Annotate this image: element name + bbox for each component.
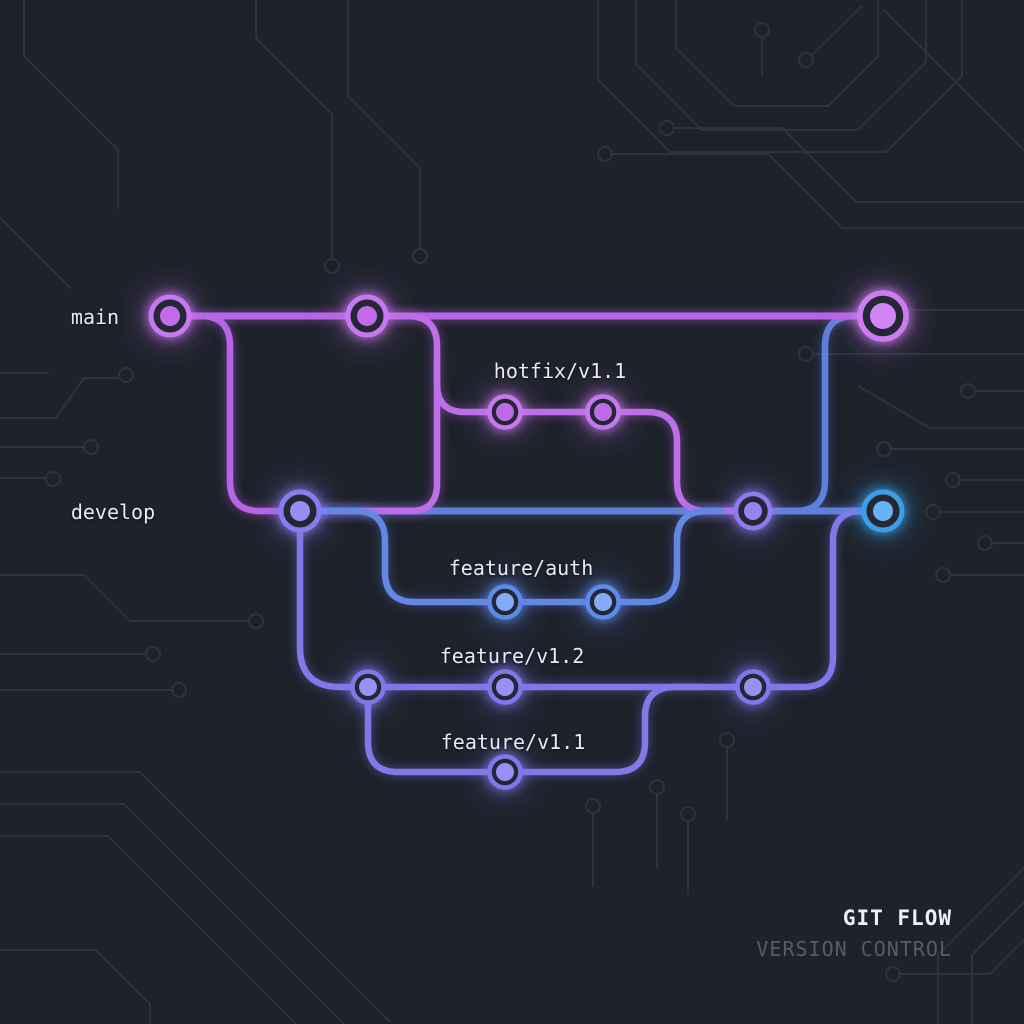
circuit-terminal	[171, 682, 187, 698]
circuit-trace	[811, 5, 863, 56]
circuit-terminal	[925, 504, 941, 520]
circuit-trace	[0, 574, 249, 622]
commit-node-auth-2	[585, 584, 621, 620]
circuit-trace	[23, 0, 119, 209]
branch-label-feature-v12: feature/v1.2	[439, 644, 585, 668]
edge-v11-branch-off	[364, 683, 509, 776]
circuit-terminal	[412, 248, 428, 264]
circuit-terminal	[719, 732, 735, 748]
circuit-trace	[0, 949, 151, 1024]
circuit-trace	[857, 385, 1024, 429]
circuit-trace	[937, 867, 1024, 1024]
circuit-trace	[347, 0, 421, 249]
commit-node-main-1	[148, 294, 192, 338]
branch-label-feature-auth: feature/auth	[448, 556, 594, 580]
edge-main-to-develop	[166, 312, 304, 515]
circuit-terminal	[798, 346, 814, 362]
commit-node-v11-1	[487, 754, 523, 790]
circuit-trace	[899, 939, 1024, 975]
circuit-terminal	[876, 441, 892, 457]
edge-release-merge-to-main	[749, 312, 887, 515]
branch-label-feature-v11: feature/v1.1	[440, 730, 586, 754]
commit-nodes	[148, 290, 909, 790]
circuit-octagon-inner	[675, 0, 879, 107]
circuit-terminal	[977, 535, 993, 551]
commit-node-v12-1	[350, 669, 386, 705]
circuit-terminal	[680, 806, 696, 822]
circuit-terminal	[324, 258, 340, 274]
circuit-terminal	[798, 52, 814, 68]
edge-main2-down-to-develop	[298, 354, 441, 515]
circuit-trace	[611, 153, 1024, 229]
circuit-terminal	[248, 613, 264, 629]
circuit-terminal	[885, 966, 901, 982]
watermark: GIT FLOW VERSION CONTROL	[756, 906, 952, 961]
commit-node-hotfix-2	[585, 394, 621, 430]
commit-node-hotfix-1	[487, 394, 523, 430]
circuit-trace	[0, 217, 71, 289]
commit-node-auth-1	[487, 584, 523, 620]
edge-auth-branch-off	[296, 507, 509, 606]
edge-v12-branch-off	[296, 507, 372, 691]
circuit-octagon-mid	[635, 0, 927, 131]
commit-node-develop-2	[733, 491, 773, 531]
watermark-title: GIT FLOW	[842, 906, 952, 930]
circuit-trace	[0, 835, 297, 1024]
branch-label-main: main	[70, 305, 120, 329]
circuit-trace	[971, 901, 1024, 1024]
circuit-terminal	[754, 22, 770, 38]
circuit-trace	[883, 9, 1024, 151]
circuit-trace	[255, 0, 333, 259]
circuit-terminal	[83, 439, 99, 455]
circuit-trace	[673, 127, 1024, 203]
commit-node-develop-3	[861, 489, 905, 533]
circuit-terminal	[45, 471, 61, 487]
watermark-subtitle: VERSION CONTROL	[756, 937, 952, 961]
circuit-trace	[0, 377, 120, 419]
commit-node-main-3	[857, 290, 909, 342]
circuit-octagon-outer	[597, 0, 963, 153]
edge-hotfix-merge	[599, 408, 757, 515]
edge-auth-merge	[599, 507, 726, 606]
feature-v12-v11-edges	[296, 507, 887, 776]
commit-node-main-2	[345, 294, 389, 338]
circuit-terminal	[960, 383, 976, 399]
circuit-trace	[0, 803, 345, 1024]
circuit-terminal	[597, 146, 613, 162]
commit-node-v12-3	[735, 669, 771, 705]
commit-node-develop-1	[278, 489, 322, 533]
circuit-trace	[0, 771, 391, 1023]
hotfix-branch-edges	[298, 312, 757, 515]
circuit-terminal	[659, 120, 675, 136]
branch-label-develop: develop	[70, 500, 156, 524]
edge-v12-merge-to-develop	[749, 507, 887, 691]
circuit-terminal	[585, 798, 601, 814]
circuit-terminal	[145, 646, 161, 662]
edge-v11-merge	[501, 683, 704, 776]
circuit-terminal	[649, 779, 665, 795]
commit-node-v12-2	[487, 669, 523, 705]
edge-hotfix-branch-off	[363, 312, 509, 416]
circuit-terminal	[945, 472, 961, 488]
main-branch-edges	[166, 312, 887, 515]
circuit-terminal	[118, 367, 134, 383]
branch-label-hotfix: hotfix/v1.1	[493, 359, 627, 383]
circuit-terminal	[935, 567, 951, 583]
branch-edges	[166, 312, 887, 776]
